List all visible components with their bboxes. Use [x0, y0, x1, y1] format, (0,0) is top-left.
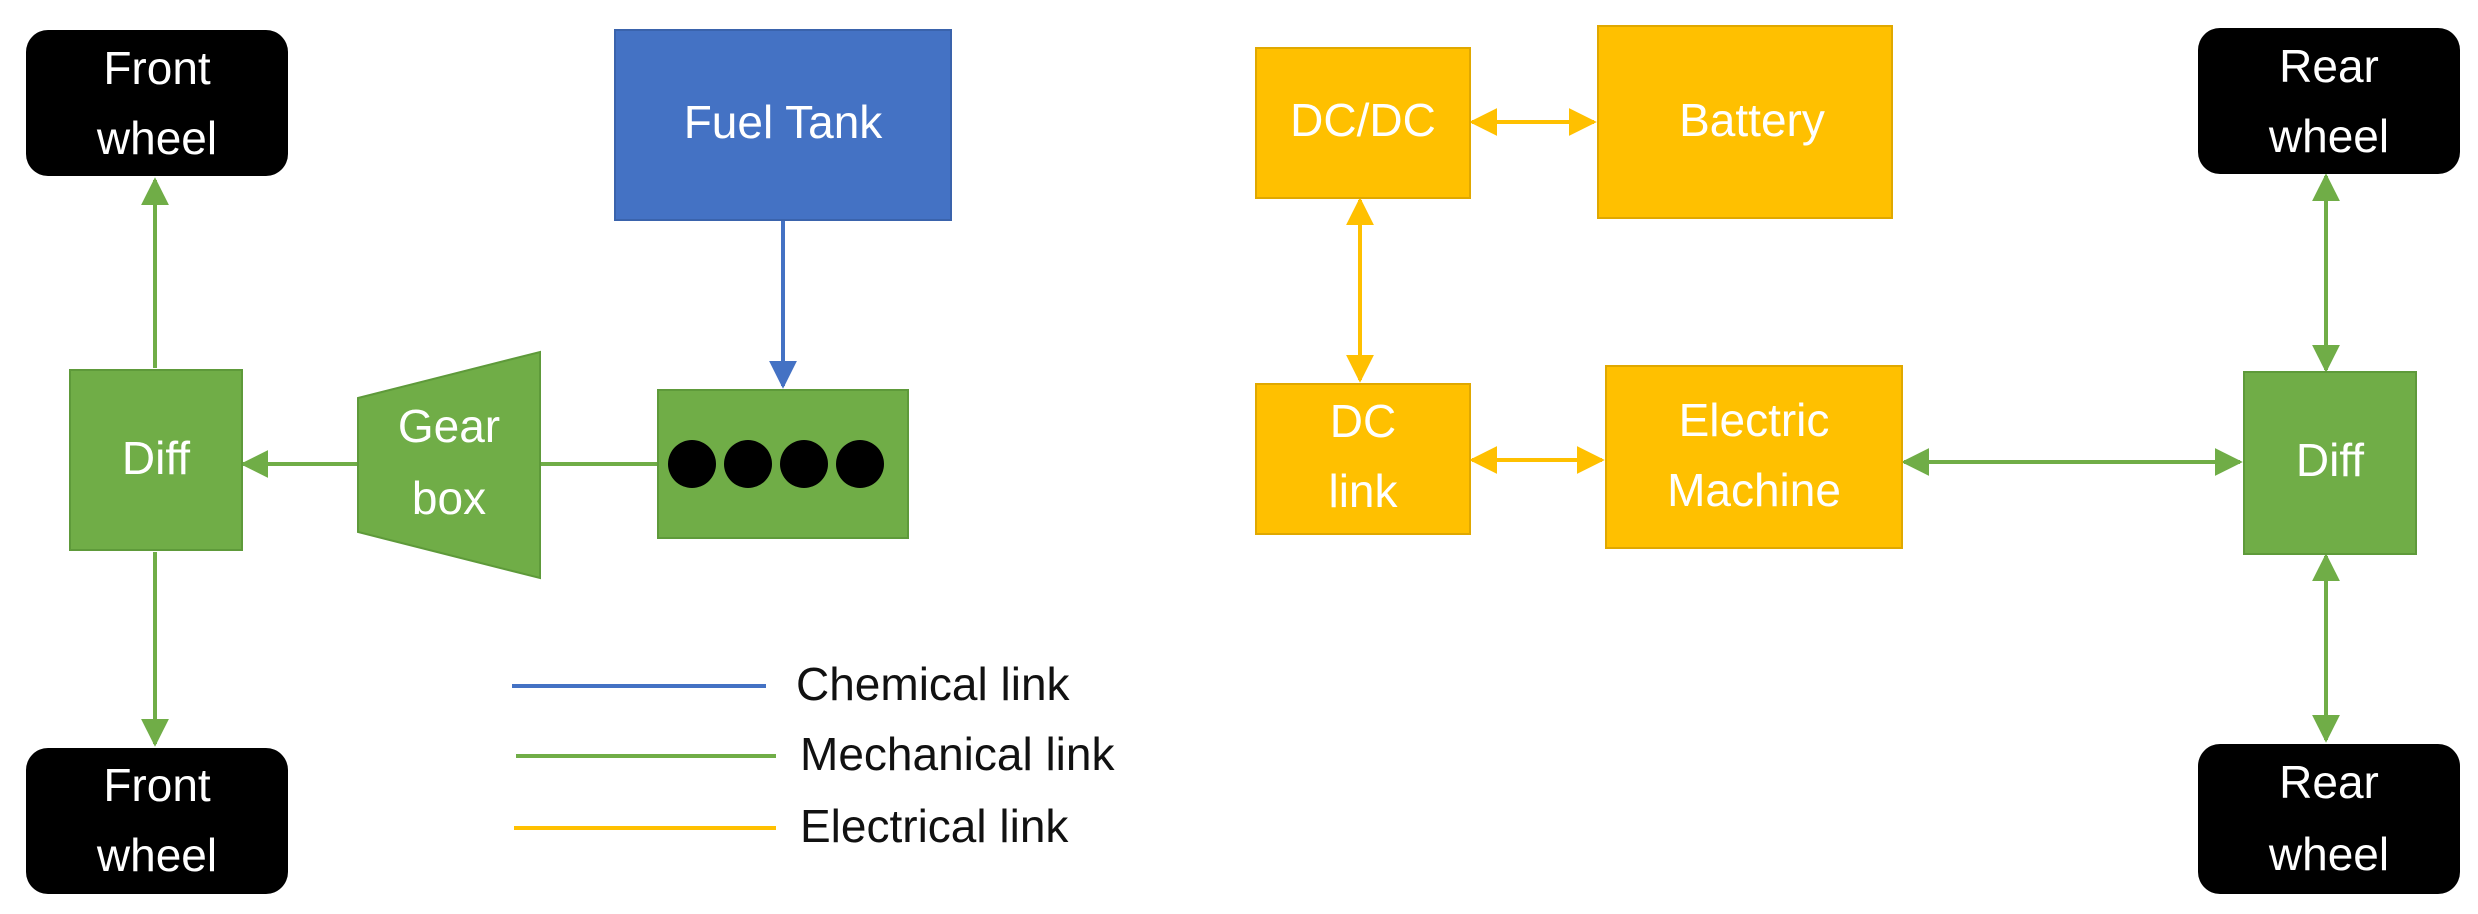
rear-wheel-top-node: Rear wheel	[2198, 28, 2460, 174]
rear-wheel-bottom-line2: wheel	[2268, 828, 2389, 880]
legend-electrical-label: Electrical link	[800, 800, 1069, 852]
legend: Chemical link Mechanical link Electrical…	[512, 658, 1115, 852]
rear-wheel-top-line2: wheel	[2268, 110, 2389, 162]
electric-machine-node: Electric Machine	[1605, 365, 1903, 549]
front-wheel-top-line1: Front	[103, 42, 211, 94]
legend-chemical-label: Chemical link	[796, 658, 1071, 710]
engine-cylinder-2	[724, 440, 772, 488]
battery-node: Battery	[1597, 25, 1893, 219]
front-wheel-top-node: Front wheel	[26, 30, 288, 176]
rear-wheel-top-line1: Rear	[2279, 40, 2379, 92]
front-diff-node: Diff	[69, 369, 243, 551]
dc-link-line2: link	[1328, 465, 1398, 517]
gearbox-line2: box	[412, 472, 486, 524]
fuel-tank-node: Fuel Tank	[614, 29, 952, 221]
rear-diff-node: Diff	[2243, 371, 2417, 555]
gearbox-node: Gear box	[357, 350, 541, 580]
rear-wheel-bottom-line1: Rear	[2279, 756, 2379, 808]
battery-label: Battery	[1679, 94, 1825, 146]
electric-machine-line2: Machine	[1667, 464, 1841, 516]
dc-link-line1: DC	[1330, 395, 1396, 447]
dc-link-node: DC link	[1255, 383, 1471, 535]
dcdc-node: DC/DC	[1255, 47, 1471, 199]
front-wheel-bottom-line1: Front	[103, 759, 211, 811]
engine-cylinder-1	[668, 440, 716, 488]
front-wheel-top-line2: wheel	[96, 112, 217, 164]
electric-machine-line1: Electric	[1679, 394, 1830, 446]
engine-node	[657, 389, 909, 539]
engine-cylinder-3	[780, 440, 828, 488]
engine-cylinder-4	[836, 440, 884, 488]
front-wheel-bottom-node: Front wheel	[26, 748, 288, 894]
front-wheel-bottom-line2: wheel	[96, 829, 217, 881]
gearbox-line1: Gear	[398, 400, 500, 452]
front-diff-label: Diff	[122, 432, 190, 484]
rear-diff-label: Diff	[2296, 434, 2364, 486]
rear-wheel-bottom-node: Rear wheel	[2198, 744, 2460, 894]
legend-mechanical-label: Mechanical link	[800, 728, 1115, 780]
fuel-tank-label: Fuel Tank	[684, 96, 884, 148]
dcdc-label: DC/DC	[1290, 94, 1436, 146]
